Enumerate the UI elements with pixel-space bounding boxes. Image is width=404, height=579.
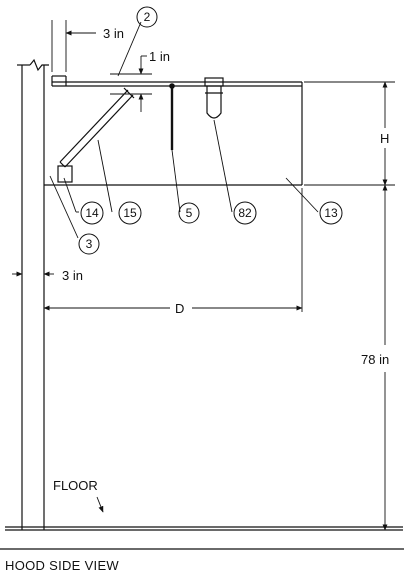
callout-5-circle [178, 202, 200, 224]
callout-13-circle [319, 201, 343, 225]
dim-top-offset: 3 in [103, 26, 124, 41]
hood-body [44, 75, 303, 186]
callout-5: 5 [186, 206, 193, 220]
dim-depth: D [175, 301, 184, 316]
light-fixture [204, 77, 224, 119]
callout-14-circle [80, 201, 104, 225]
callout-2-circle [136, 6, 158, 28]
sprinkler-pipe [169, 83, 175, 150]
callout-3: 3 [86, 237, 93, 251]
callout-3-circle [78, 233, 100, 255]
leader-lines [49, 21, 319, 513]
dim-hood-height: H [380, 131, 389, 146]
callout-82-circle [233, 201, 257, 225]
extension-lines [43, 20, 395, 531]
callout-14: 14 [85, 206, 99, 220]
dim-height-from-floor: 78 in [361, 352, 389, 367]
callout-15: 15 [123, 206, 137, 220]
caption-title: HOOD SIDE VIEW [5, 558, 119, 573]
callout-13: 13 [324, 206, 338, 220]
callout-2: 2 [144, 10, 151, 24]
grease-filter [59, 87, 135, 168]
callout-15-circle [118, 201, 142, 225]
callout-circles [78, 6, 343, 255]
dim-top-gap: 1 in [149, 49, 170, 64]
callout-82: 82 [238, 206, 252, 220]
floor-label: FLOOR [53, 478, 98, 493]
dimension-lines [12, 30, 388, 531]
dim-wall-offset: 3 in [62, 268, 83, 283]
